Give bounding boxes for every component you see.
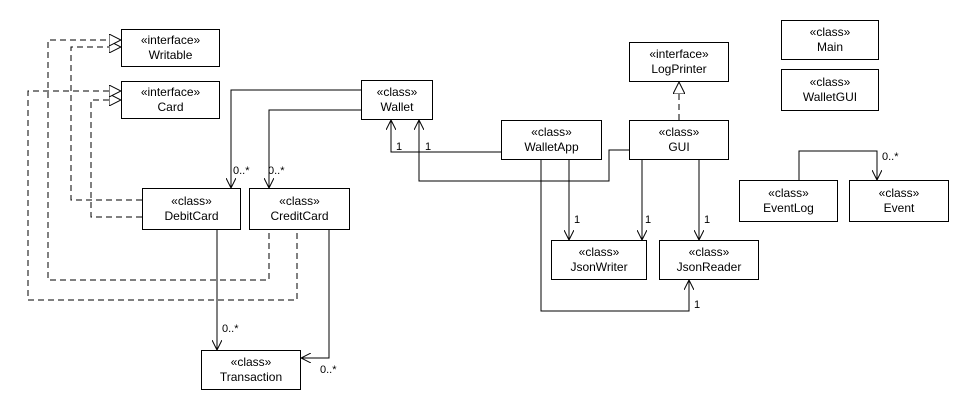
class-creditcard: «class» CreditCard [249, 188, 350, 230]
class-jsonwriter: «class» JsonWriter [551, 240, 647, 280]
edge-creditcard-transaction [301, 230, 330, 358]
edge-gui-wallet [419, 120, 629, 182]
class-eventlog: «class» EventLog [739, 180, 838, 222]
mult-walletapp-jsonreader: 1 [694, 299, 700, 311]
mult-wallet-debit: 0..* [233, 165, 250, 177]
class-jsonreader: «class» JsonReader [659, 240, 759, 280]
class-name: Card [157, 100, 184, 114]
mult-gui-jsonwriter: 1 [645, 214, 651, 226]
class-name: Transaction [219, 370, 283, 384]
edge-walletapp-wallet [391, 120, 501, 153]
stereotype: «class» [768, 186, 809, 200]
class-name: GUI [668, 140, 690, 154]
interface-card: «interface» Card [121, 81, 220, 119]
class-name: Event [883, 201, 915, 215]
class-name: JsonReader [676, 260, 742, 274]
class-main: «class» Main [781, 20, 879, 60]
class-name: CreditCard [270, 209, 329, 223]
mult-gui-jsonreader: 1 [704, 214, 710, 226]
mult-walletapp-wallet: 1 [396, 141, 402, 153]
mult-walletapp-jsonwriter: 1 [574, 214, 580, 226]
stereotype: «class» [809, 75, 851, 89]
class-name: Main [816, 40, 843, 54]
class-event: «class» Event [849, 180, 949, 222]
edge-wallet-creditcard [269, 109, 361, 188]
class-walletapp: «class» WalletApp [501, 120, 602, 160]
class-name: EventLog [763, 201, 814, 215]
stereotype: «class» [578, 245, 620, 259]
mult-eventlog-event: 0..* [882, 151, 899, 163]
interface-logprinter: «interface» LogPrinter [629, 42, 729, 82]
stereotype: «class» [171, 194, 212, 208]
mult-debit-transaction: 0..* [222, 323, 239, 335]
class-name: JsonWriter [570, 260, 628, 274]
stereotype: «class» [809, 25, 851, 39]
class-name: Wallet [380, 100, 414, 114]
stereotype: «interface» [140, 33, 201, 47]
class-gui: «class» GUI [629, 120, 729, 160]
edge-creditcard-writable [47, 40, 270, 281]
class-name: DebitCard [164, 209, 219, 223]
class-debitcard: «class» DebitCard [142, 188, 241, 230]
stereotype: «class» [878, 186, 920, 200]
stereotype: «class» [531, 125, 572, 139]
class-transaction: «class» Transaction [201, 350, 301, 390]
stereotype: «class» [688, 245, 730, 259]
edge-walletapp-jsonreader [540, 160, 689, 312]
class-walletgui: «class» WalletGUI [781, 69, 879, 111]
class-name: Writable [148, 48, 193, 62]
stereotype: «class» [230, 355, 272, 369]
stereotype: «class» [279, 194, 320, 208]
stereotype: «class» [658, 125, 700, 139]
interface-writable: «interface» Writable [121, 29, 220, 67]
mult-wallet-credit: 0..* [268, 165, 285, 177]
stereotype: «interface» [140, 85, 201, 99]
class-name: WalletGUI [802, 90, 858, 104]
class-name: LogPrinter [651, 62, 707, 76]
edge-eventlog-event [798, 150, 877, 180]
edge-debitcard-card [90, 100, 142, 218]
stereotype: «interface» [649, 47, 709, 61]
edge-wallet-debitcard [231, 89, 361, 188]
mult-gui-wallet: 1 [425, 141, 431, 153]
edge-debitcard-writable [70, 47, 142, 201]
class-name: WalletApp [524, 140, 579, 154]
stereotype: «class» [376, 85, 418, 99]
mult-credit-transaction: 0..* [320, 364, 337, 376]
class-wallet: «class» Wallet [361, 80, 433, 120]
edge-creditcard-card [27, 91, 298, 301]
